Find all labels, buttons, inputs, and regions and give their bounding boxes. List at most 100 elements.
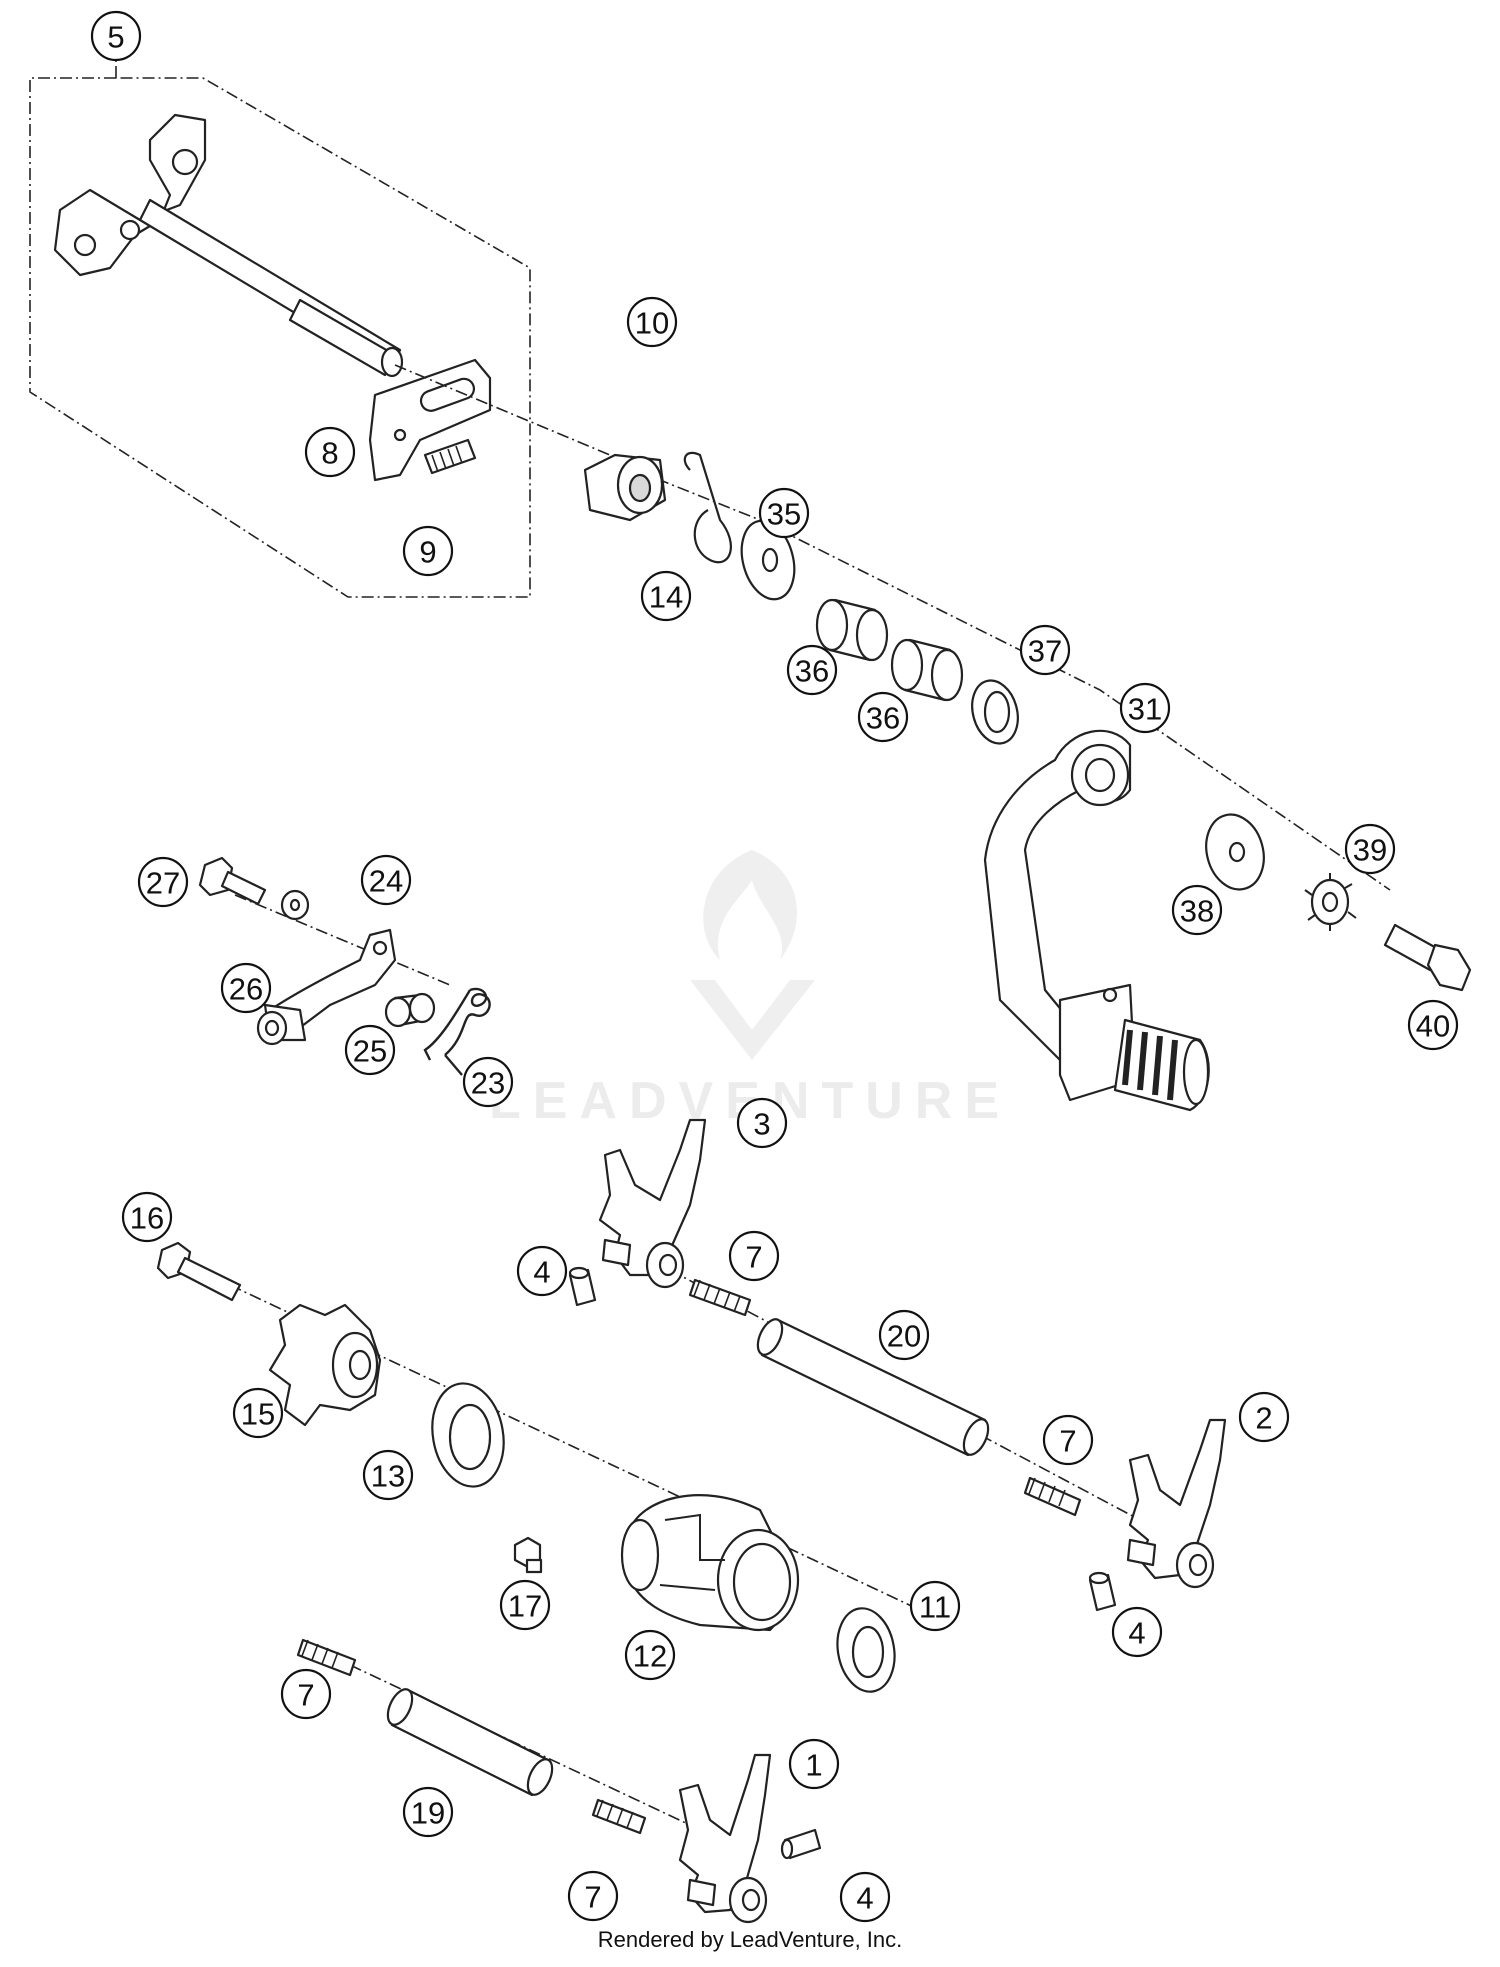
assembly-box-5 <box>29 77 531 598</box>
callout-3: 3 <box>736 1097 788 1149</box>
callout-number: 15 <box>241 1397 275 1432</box>
callout-number: 4 <box>1128 1616 1145 1651</box>
callout-number: 38 <box>1180 894 1214 929</box>
callout-number: 7 <box>745 1240 762 1275</box>
callout-number: 4 <box>533 1255 550 1290</box>
callout-number: 7 <box>1059 1424 1076 1459</box>
shift-drum-12 <box>620 1494 800 1632</box>
shift-pedal <box>983 729 1210 1112</box>
rod-19 <box>386 1688 554 1797</box>
callout-40: 40 <box>1407 999 1459 1051</box>
callout-25: 25 <box>344 1024 396 1076</box>
callout-4: 4 <box>839 1871 891 1923</box>
callout-27: 27 <box>137 856 189 908</box>
callout-24: 24 <box>360 854 412 906</box>
callout-4: 4 <box>1111 1606 1163 1658</box>
callout-8: 8 <box>304 426 356 478</box>
callout-number: 13 <box>371 1459 405 1494</box>
callout-number: 10 <box>635 306 669 341</box>
callout-number: 12 <box>633 1639 667 1674</box>
washer-13 <box>431 1382 505 1488</box>
callout-number: 11 <box>919 1590 951 1625</box>
needle-bearing-2 <box>890 638 964 702</box>
clip-14 <box>683 451 732 564</box>
spring-7-b <box>1023 1476 1082 1517</box>
shift-star-15 <box>268 1303 382 1427</box>
callout-number: 4 <box>856 1881 873 1916</box>
callout-19: 19 <box>402 1786 454 1838</box>
callout-4: 4 <box>516 1245 568 1297</box>
callout-38: 38 <box>1171 884 1223 936</box>
footer-credit: Rendered by LeadVenture, Inc. <box>597 1927 903 1952</box>
bolt-27 <box>198 856 267 906</box>
washer-11 <box>836 1607 896 1693</box>
callout-9: 9 <box>402 525 454 577</box>
callout-11: 11 <box>909 1580 961 1632</box>
spring-7-c <box>296 1638 357 1677</box>
callout-39: 39 <box>1344 823 1396 875</box>
callout-number: 20 <box>887 1319 921 1354</box>
callout-15: 15 <box>232 1387 284 1439</box>
shift-fork-1 <box>678 1753 772 1924</box>
watermark: LEADVENTURE <box>489 850 999 1130</box>
leader-arm-24 <box>234 894 451 986</box>
callout-13: 13 <box>362 1449 414 1501</box>
callout-number: 37 <box>1028 634 1062 669</box>
callout-number: 7 <box>297 1678 314 1713</box>
sleeve-25 <box>384 992 436 1028</box>
spring-7-d <box>591 1798 647 1835</box>
callout-number: 9 <box>419 535 436 570</box>
callout-number: 8 <box>321 436 338 471</box>
callout-37: 37 <box>1019 624 1071 676</box>
callout-7: 7 <box>567 1870 619 1922</box>
callout-number: 17 <box>508 1589 542 1624</box>
callout-35: 35 <box>758 487 810 539</box>
callout-7: 7 <box>1042 1414 1094 1466</box>
spring-7-a <box>688 1278 752 1317</box>
screw-17 <box>513 1536 543 1574</box>
lock-washer-39 <box>1304 873 1357 931</box>
shift-shaft-assembly <box>53 113 404 378</box>
callout-14: 14 <box>640 570 692 622</box>
washer-38 <box>1205 813 1265 891</box>
shift-fork-2 <box>1126 1418 1227 1589</box>
bolt-40 <box>1383 923 1472 992</box>
bolt-16 <box>156 1241 242 1302</box>
spring-9 <box>423 438 477 475</box>
callout-number: 40 <box>1416 1009 1450 1044</box>
callout-2: 2 <box>1238 1391 1290 1443</box>
callout-20: 20 <box>878 1309 930 1361</box>
callout-number: 31 <box>1128 692 1162 727</box>
callout-number: 16 <box>130 1201 164 1236</box>
shift-arm-24 <box>268 928 397 1037</box>
callout-1: 1 <box>788 1738 840 1790</box>
callout-36: 36 <box>786 644 838 696</box>
callout-12: 12 <box>624 1629 676 1681</box>
callout-36: 36 <box>857 691 909 743</box>
callout-number: 36 <box>866 701 900 736</box>
callout-10: 10 <box>626 296 678 348</box>
rod-20 <box>756 1318 990 1457</box>
callout-number: 5 <box>107 20 124 55</box>
seal-ring-37 <box>971 679 1019 745</box>
callout-26: 26 <box>220 962 272 1014</box>
shift-fork-3 <box>598 1118 707 1289</box>
callout-number: 2 <box>1255 1401 1272 1436</box>
callout-number: 24 <box>369 864 403 899</box>
callout-number: 7 <box>584 1880 601 1915</box>
callout-number: 1 <box>805 1748 822 1783</box>
callout-number: 3 <box>753 1107 770 1142</box>
callout-number: 36 <box>795 654 829 689</box>
callout-number: 23 <box>471 1066 505 1101</box>
callout-5: 5 <box>90 10 142 62</box>
callout-number: 39 <box>1353 833 1387 868</box>
callout-23: 23 <box>462 1056 514 1108</box>
callout-7: 7 <box>728 1230 780 1282</box>
roller-26 <box>256 1003 307 1046</box>
bushing-10 <box>583 453 667 522</box>
leader-shaft-pedal <box>394 364 1391 891</box>
callout-16: 16 <box>121 1191 173 1243</box>
washer-35 <box>740 519 796 601</box>
callout-number: 19 <box>411 1796 445 1831</box>
